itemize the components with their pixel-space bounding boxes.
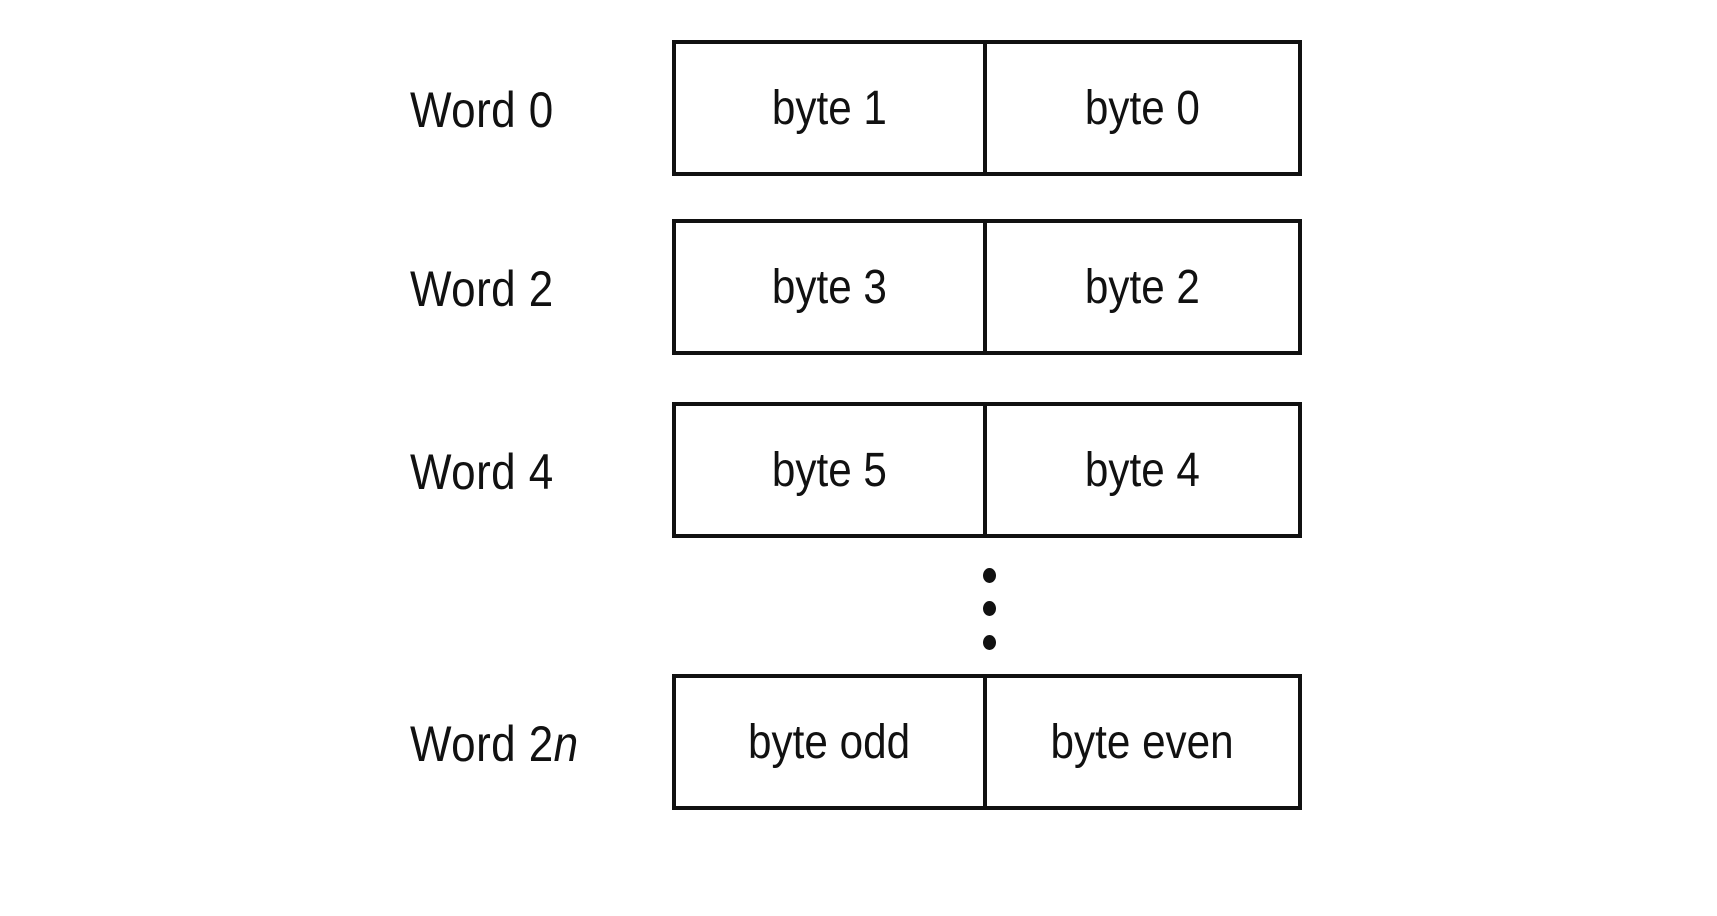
word-label-prefix: Word 2 [410, 716, 554, 772]
word-row: Word 2 byte 3 byte 2 [0, 219, 1717, 359]
word-label: Word 4 [410, 444, 554, 500]
ellipsis-dot [983, 635, 996, 650]
byte-label: byte 5 [771, 443, 888, 497]
word-row: Word 0 byte 1 byte 0 [0, 40, 1717, 180]
high-byte-cell: byte odd [676, 678, 987, 806]
word-box: byte odd byte even [672, 674, 1302, 810]
word-label: Word 2 [410, 261, 554, 317]
low-byte-cell: byte 0 [987, 44, 1298, 172]
byte-label: byte 2 [1084, 260, 1201, 314]
vertical-ellipsis-icon [983, 568, 997, 652]
byte-label: byte 4 [1084, 443, 1201, 497]
high-byte-cell: byte 1 [676, 44, 987, 172]
byte-label: byte 0 [1084, 81, 1201, 135]
word-label-variable: n [553, 716, 579, 772]
byte-label: byte odd [748, 715, 911, 769]
ellipsis-dot [983, 601, 996, 616]
word-box: byte 1 byte 0 [672, 40, 1302, 176]
low-byte-cell: byte even [987, 678, 1298, 806]
high-byte-cell: byte 5 [676, 406, 987, 534]
byte-label: byte 3 [771, 260, 888, 314]
high-byte-cell: byte 3 [676, 223, 987, 351]
word-box: byte 5 byte 4 [672, 402, 1302, 538]
word-box: byte 3 byte 2 [672, 219, 1302, 355]
low-byte-cell: byte 4 [987, 406, 1298, 534]
word-row: Word 4 byte 5 byte 4 [0, 402, 1717, 542]
low-byte-cell: byte 2 [987, 223, 1298, 351]
word-label: Word 0 [410, 82, 554, 138]
byte-label: byte 1 [771, 81, 888, 135]
ellipsis-dot [983, 568, 996, 583]
byte-label: byte even [1050, 715, 1235, 769]
